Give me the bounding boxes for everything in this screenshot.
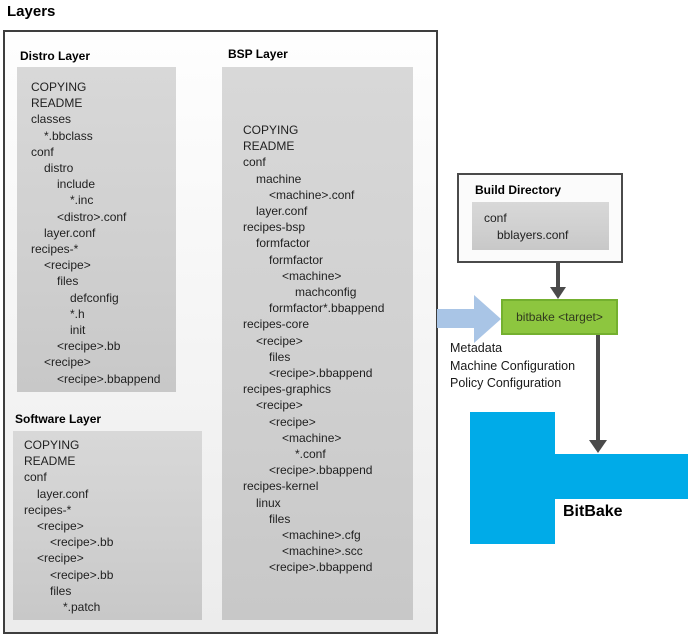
tree-item: classes (31, 112, 72, 127)
tree-item: <distro>.conf (57, 209, 127, 224)
arrow-target-to-bitbake-head-icon (589, 440, 607, 453)
tree-item: <recipe> (37, 551, 84, 566)
bitbake-shape-vertical (470, 412, 555, 544)
tree-item: formfactor (256, 236, 311, 251)
tree-item: <recipe>.bbappend (269, 366, 373, 381)
arrow-build-dir-to-target-head-icon (550, 287, 566, 299)
tree-item: conf (31, 144, 54, 159)
arrow-layers-to-target-head-icon (474, 295, 501, 343)
tree-item: include (57, 177, 96, 192)
tree-item: <recipe> (44, 258, 91, 273)
tree-item: <recipe>.bbappend (269, 463, 373, 478)
tree-item: <recipe>.bb (57, 339, 121, 354)
tree-item: formfactor (269, 252, 324, 267)
tree-item: files (57, 274, 79, 289)
annotation-line: Metadata (450, 341, 503, 355)
tree-item: COPYING (31, 80, 87, 94)
annotation-line: Policy Configuration (450, 376, 562, 390)
tree-item: README (24, 454, 76, 469)
tree-item: recipes-bsp (243, 220, 306, 235)
tree-item: <recipe> (44, 355, 91, 370)
tree-item: *.conf (295, 447, 326, 462)
tree-item: layer.conf (256, 204, 308, 219)
tree-item: <machine>.conf (269, 187, 355, 202)
tree-item: files (50, 583, 72, 598)
tree-item: linux (256, 495, 281, 510)
arrow-layers-to-target-shaft (437, 309, 474, 328)
tree-item: COPYING (243, 123, 299, 137)
tree-item: <recipe>.bbappend (269, 560, 373, 575)
metadata-annotations: Metadata Machine Configuration Policy Co… (450, 340, 575, 393)
tree-item: <machine>.scc (282, 544, 363, 559)
build-directory-box: Build Directory conf bblayers.conf (457, 173, 623, 263)
tree-item: conf (484, 211, 507, 225)
tree-item: init (70, 323, 86, 338)
tree-item: *.h (70, 306, 85, 321)
tree-item: *.bbclass (44, 128, 93, 143)
tree-item: distro (44, 161, 74, 176)
tree-item: machine (256, 171, 302, 186)
tree-item: layer.conf (37, 486, 89, 501)
tree-item: bblayers.conf (497, 228, 569, 242)
tree-item: <machine>.cfg (282, 528, 361, 543)
build-directory-conf-box: conf bblayers.conf (472, 202, 609, 250)
tree-item: <machine> (282, 268, 342, 283)
tree-item: machconfig (295, 285, 357, 300)
annotation-line: Machine Configuration (450, 358, 576, 373)
build-directory-label: Build Directory (475, 183, 562, 197)
bitbake-target-label: bitbake <target> (516, 310, 603, 324)
tree-item: <recipe>.bbappend (57, 371, 161, 386)
tree-item: recipes-graphics (243, 382, 332, 397)
tree-item: conf (24, 470, 47, 485)
arrow-target-to-bitbake-shaft (596, 335, 600, 441)
tree-item: <recipe> (37, 519, 84, 534)
tree-item: <recipe>.bb (50, 567, 114, 582)
tree-item: *.inc (70, 193, 94, 208)
tree-item: defconfig (70, 290, 119, 305)
software-layer-label: Software Layer (15, 412, 102, 426)
arrow-build-dir-to-target-shaft (556, 263, 560, 288)
tree-item: files (269, 511, 291, 526)
tree-item: COPYING (24, 438, 80, 452)
tree-item: layer.conf (44, 225, 96, 240)
tree-item: formfactor*.bbappend (269, 301, 385, 316)
bitbake-target-box: bitbake <target> (501, 299, 618, 335)
distro-layer-label: Distro Layer (20, 49, 91, 63)
tree-item: conf (243, 155, 266, 170)
bitbake-label: BitBake (563, 503, 623, 520)
tree-item: recipes-core (243, 317, 310, 332)
tree-item: recipes-kernel (243, 479, 319, 494)
tree-item: README (31, 96, 83, 111)
page-title: Layers (7, 3, 56, 20)
tree-item: <recipe> (256, 333, 303, 348)
tree-item: <machine> (282, 430, 342, 445)
bitbake-shape-horizontal (555, 454, 688, 499)
tree-item: recipes-* (31, 242, 79, 257)
tree-item: <recipe> (269, 414, 316, 429)
tree-item: README (243, 139, 295, 154)
tree-item: <recipe> (256, 398, 303, 413)
tree-item: recipes-* (24, 502, 72, 517)
bsp-layer-label: BSP Layer (228, 47, 288, 61)
tree-item: files (269, 349, 291, 364)
tree-item: *.patch (63, 600, 101, 615)
tree-item: <recipe>.bb (50, 535, 114, 550)
